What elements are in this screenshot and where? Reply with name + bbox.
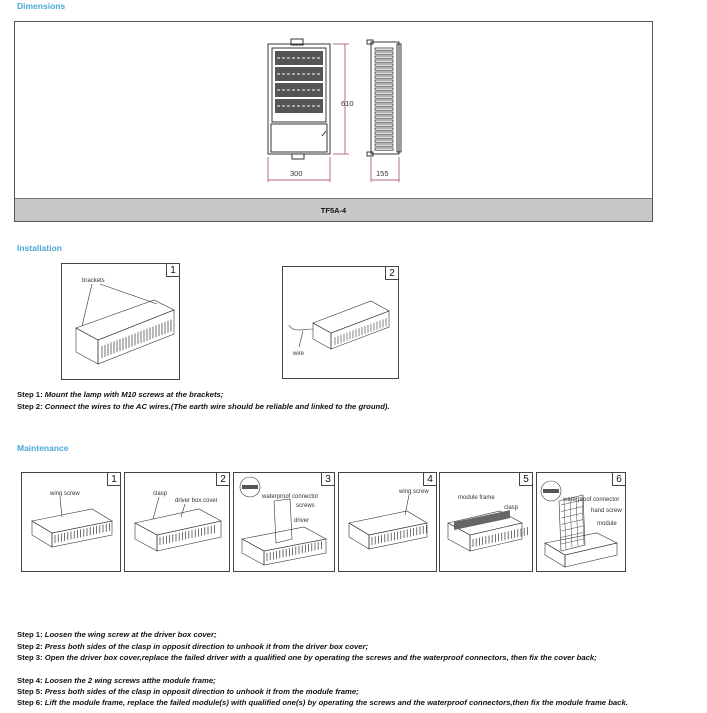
maintenance-heading: Maintenance	[17, 443, 69, 453]
wing-screw-label: wing screw	[49, 491, 80, 497]
clasp-label: clasp	[504, 505, 519, 511]
maintenance-figure-2: clasp driver box cover 2	[124, 472, 230, 572]
screws-label: screws	[296, 503, 315, 509]
maintenance-figure-1: wing screw 1	[21, 472, 121, 572]
maintenance-step-6: Step 6: Lift the module frame, replace t…	[17, 698, 628, 707]
maintenance-figure-6: waterproof connector hand screw module 6	[536, 472, 626, 572]
maintenance-step-3: Step 3: Open the driver box cover,replac…	[17, 653, 597, 662]
wing-screw-label: wing screw	[398, 489, 429, 495]
waterproof-connector-label: waterproof connector	[261, 494, 318, 500]
maintenance-step-4: Step 4: Loosen the 2 wing screws atthe m…	[17, 676, 216, 685]
maintenance-step-2: Step 2: Press both sides of the clasp in…	[17, 642, 369, 651]
waterproof-connector-label: waterproof connector	[562, 497, 619, 503]
figure-number: 3	[321, 472, 335, 486]
dimensions-panel: 610 300 155 TF5A-4	[14, 21, 653, 222]
driver-label: driver	[294, 518, 309, 524]
dimensions-heading: Dimensions	[17, 1, 66, 11]
driver-box-cover-label: driver box cover	[175, 498, 218, 504]
maintenance-figure-5: module frame clasp 5	[439, 472, 533, 572]
figure-number: 1	[166, 263, 180, 277]
model-name-bar: TF5A-4	[15, 198, 652, 221]
maintenance-figure-4: wing screw 4	[338, 472, 437, 572]
dimension-drawing: 610 300 155	[267, 38, 402, 182]
module-label: module	[597, 521, 617, 527]
brackets-label: brackets	[82, 278, 105, 284]
width-dimension-label: 300	[290, 169, 303, 178]
figure-number: 6	[612, 472, 626, 486]
figure-number: 4	[423, 472, 437, 486]
maintenance-step-1: Step 1: Loosen the wing screw at the dri…	[17, 630, 217, 639]
depth-dimension-label: 155	[376, 169, 389, 178]
hand-screw-label: hand screw	[591, 508, 622, 514]
model-name: TF5A-4	[320, 205, 347, 215]
installation-figure-1: brackets 1	[61, 263, 180, 380]
installation-figure-2: wire 2	[282, 266, 399, 379]
figure-number: 2	[216, 472, 230, 486]
front-view-drawing	[267, 38, 331, 160]
clasp-label: clasp	[153, 491, 168, 497]
installation-step-1: Step 1: Mount the lamp with M10 screws a…	[17, 390, 224, 399]
side-view-drawing	[366, 39, 402, 157]
maintenance-figure-3: waterproof connector screws driver 3	[233, 472, 335, 572]
maintenance-step-5: Step 5: Press both sides of the clasp in…	[17, 687, 359, 696]
figure-number: 5	[519, 472, 533, 486]
installation-heading: Installation	[17, 243, 62, 253]
figure-number: 2	[385, 266, 399, 280]
figure-number: 1	[107, 472, 121, 486]
module-frame-label: module frame	[458, 495, 495, 501]
wire-label: wire	[292, 351, 305, 357]
height-dimension-label: 610	[341, 99, 354, 108]
installation-step-2: Step 2: Connect the wires to the AC wire…	[17, 402, 390, 411]
